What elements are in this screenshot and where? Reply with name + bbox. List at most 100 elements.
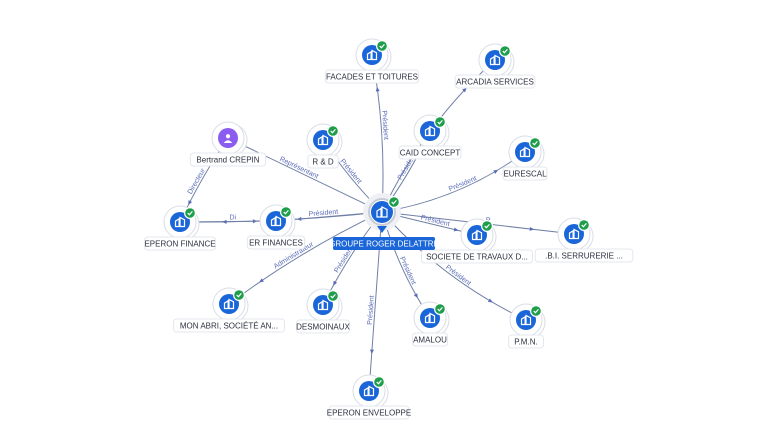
edge-label: Président xyxy=(448,175,478,193)
verified-check-icon xyxy=(233,289,245,301)
node-stravaux[interactable]: SOCIETE DE TRAVAUX D... xyxy=(420,218,534,264)
node-monabri[interactable]: MON ABRI, SOCIÉTÉ AN... xyxy=(172,287,286,333)
verified-check-icon xyxy=(499,45,511,57)
node-label: SOCIETE DE TRAVAUX D... xyxy=(426,253,528,262)
edge-center-monabri xyxy=(228,211,383,305)
verified-check-icon xyxy=(530,305,542,317)
verified-check-icon xyxy=(578,219,590,231)
node-pmn[interactable]: P.M.N. xyxy=(508,303,546,349)
node-crepin[interactable]: Bertrand CREPIN xyxy=(189,121,267,167)
edge-arrow xyxy=(259,278,264,283)
node-erfin[interactable]: ER FINANCES xyxy=(246,204,306,250)
node-desmoinaux[interactable]: DESMOINAUX xyxy=(296,288,351,334)
node-label-bg xyxy=(172,318,286,333)
edge-label: Président xyxy=(444,264,472,287)
edge-arrow xyxy=(487,298,493,303)
building-icon xyxy=(489,54,501,66)
verified-check-icon xyxy=(280,206,292,218)
edge-center-pmn xyxy=(381,211,527,321)
node-label-bg xyxy=(328,405,410,420)
edge-arrow xyxy=(333,280,338,286)
edge-label: Di xyxy=(229,214,236,221)
node-label-bg xyxy=(307,154,339,169)
edge-label: Président xyxy=(380,110,389,140)
building-icon xyxy=(363,385,375,397)
node-label-bg xyxy=(502,166,548,181)
edge-label: Président xyxy=(420,214,450,228)
node-eperonenv[interactable]: EPERON ENVELOPPE xyxy=(327,374,411,420)
node-label: DESMOINAUX xyxy=(296,323,350,332)
node-label-bg xyxy=(454,74,536,89)
node-label: R & D xyxy=(312,158,334,167)
node-caid[interactable]: CAID CONCEPT xyxy=(398,114,462,160)
node-label-bg xyxy=(412,332,448,347)
node-label-bg xyxy=(296,319,350,334)
node-label: ARCADIA SERVICES xyxy=(456,78,534,87)
node-label: EPERON ENVELOPPE xyxy=(327,409,411,418)
verified-check-icon xyxy=(529,137,541,149)
node-label: EURESCAL xyxy=(503,170,547,179)
node-facades[interactable]: FACADES ET TOITURES xyxy=(324,38,420,84)
building-icon xyxy=(317,134,329,146)
verified-check-icon xyxy=(373,376,385,388)
building-icon xyxy=(519,146,531,158)
verified-check-icon xyxy=(434,303,446,315)
building-icon xyxy=(174,216,186,228)
building-icon xyxy=(568,228,580,240)
building-icon xyxy=(270,215,282,227)
edge-arrow xyxy=(462,87,467,93)
edge-label: Président xyxy=(338,158,362,185)
node-label-bg xyxy=(144,236,216,251)
edge-center-crepin xyxy=(227,137,383,213)
node-label-bg xyxy=(420,249,534,264)
verified-check-icon xyxy=(327,290,339,302)
edge-arrow xyxy=(370,349,374,355)
person-icon xyxy=(223,134,233,143)
building-icon xyxy=(317,299,329,311)
building-icon xyxy=(424,312,436,324)
node-label: FACADES ET TOITURES xyxy=(326,73,418,82)
node-label-bg xyxy=(246,235,306,250)
node-label: P.M.N. xyxy=(514,338,537,347)
node-label: .B.I. SERRURERIE ... xyxy=(545,252,623,261)
nodes-layer: FACADES ET TOITURES ARCADIA SERVICES CAID … xyxy=(144,38,634,420)
edge-arrow xyxy=(529,226,535,231)
edge-label: Président xyxy=(398,256,417,286)
verified-check-icon xyxy=(376,40,388,52)
building-icon xyxy=(223,298,235,310)
verified-check-icon xyxy=(481,220,493,232)
building-icon xyxy=(366,49,378,61)
node-label-bg xyxy=(324,69,420,84)
edge-arrow xyxy=(493,169,499,174)
verified-check-icon xyxy=(388,196,400,208)
building-icon xyxy=(520,314,532,326)
building-icon xyxy=(376,206,388,218)
node-rd[interactable]: R & D xyxy=(306,123,343,169)
edge-label: Président xyxy=(367,295,376,325)
edge-center-eurescal xyxy=(381,151,526,213)
node-label: Bertrand CREPIN xyxy=(196,156,259,165)
node-eperonfin[interactable]: EPERON FINANCE xyxy=(144,205,216,251)
edge-label: Président xyxy=(308,209,338,218)
node-amalou[interactable]: AMALOU xyxy=(412,301,450,347)
node-label: ER FINANCES xyxy=(249,239,303,248)
edge-arrow xyxy=(413,293,418,299)
building-icon xyxy=(471,229,483,241)
edge-arrow xyxy=(453,227,459,232)
node-serrurerie[interactable]: .B.I. SERRURERIE ... xyxy=(534,217,634,263)
verified-check-icon xyxy=(434,116,446,128)
node-eurescal[interactable]: EURESCAL xyxy=(502,135,548,181)
node-center[interactable]: GROUPE ROGER DELATTRE xyxy=(329,193,439,250)
verified-check-icon xyxy=(184,207,196,219)
node-label: AMALOU xyxy=(413,336,447,345)
node-label: EPERON FINANCE xyxy=(144,240,215,249)
node-label-bg xyxy=(508,334,544,349)
pin-pointer xyxy=(377,226,387,233)
node-label-bg xyxy=(189,152,267,167)
center-label: GROUPE ROGER DELATTRE xyxy=(329,240,439,249)
edge-arrow xyxy=(222,219,227,224)
building-icon xyxy=(424,125,436,137)
node-arcadia[interactable]: ARCADIA SERVICES xyxy=(454,43,536,89)
edge-label: Directeur xyxy=(187,167,207,196)
